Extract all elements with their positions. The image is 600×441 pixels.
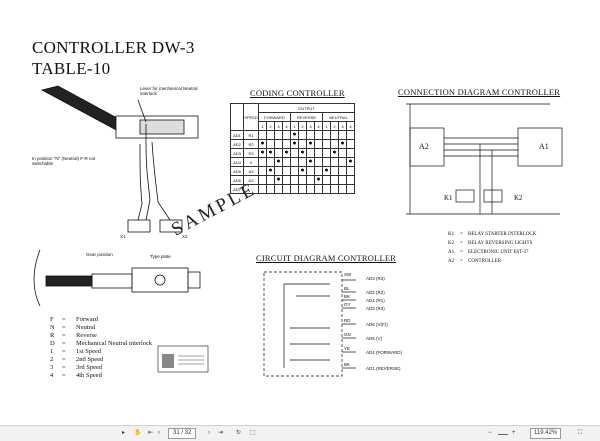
neutral-note: In position "N" (Neutral) F-R not switch… xyxy=(32,156,96,166)
circuit-label: AD1 (R1) xyxy=(366,298,385,303)
legend-row: 2=2nd Speed xyxy=(50,356,104,363)
legend-row: D=Mechanical Neutral interlock xyxy=(50,340,153,347)
type-plate-box xyxy=(157,345,209,373)
circuit-pin: YE xyxy=(344,346,351,351)
legend-row: 4=4th Speed xyxy=(50,372,102,379)
gear-position-label: Gear position xyxy=(86,252,113,257)
coding-row: AD7 xyxy=(230,184,355,194)
circuit-label: AD4 (FORWARD) xyxy=(366,350,402,355)
legend-row: R=Reverse xyxy=(50,332,97,339)
legend-row: 3=3rd Speed xyxy=(50,364,103,371)
conn-legend-row: K2=RELAY REVERSING LIGHTS xyxy=(448,241,533,246)
legend-row: 1=1st Speed xyxy=(50,348,102,355)
circuit-pin: BL xyxy=(344,286,350,291)
zoom-in-icon[interactable]: + xyxy=(512,430,516,436)
lever-note: Lever for mechanical Neutral interlock xyxy=(140,86,198,96)
circuit-label: AD5 (V) xyxy=(366,336,383,341)
conn-legend-row: A1=ELECTRONIC UNIT EST-37 xyxy=(448,250,529,255)
a1-label: A1 xyxy=(539,142,549,151)
page-number-input[interactable]: 31 / 32 xyxy=(168,428,197,439)
page-subtitle: TABLE-10 xyxy=(32,59,111,78)
pointer-icon[interactable]: ▸ xyxy=(122,430,126,436)
circuit-pin: GY xyxy=(344,302,351,307)
conn-legend-row: A2=CONTROLLER xyxy=(448,259,502,264)
zoom-out-icon[interactable]: − xyxy=(488,430,492,436)
circuit-label: AD6 (V(F)) xyxy=(366,322,388,327)
circuit-label: AD3 (R3) xyxy=(366,276,385,281)
a2-label: A2 xyxy=(419,142,429,151)
fullscreen-icon[interactable]: ⛶ xyxy=(578,430,583,436)
connection-diagram-title: CONNECTION DIAGRAM CONTROLLER xyxy=(398,87,561,97)
fit-icon[interactable]: ⬚ xyxy=(250,430,256,436)
circuit-diagram-title: CIRCUIT DIAGRAM CONTROLLER xyxy=(256,253,397,263)
rotate-icon[interactable]: ↻ xyxy=(236,430,242,436)
circuit-label: AD1 (REVERSE) xyxy=(366,366,401,371)
type-plate-label: Type plate xyxy=(150,254,171,259)
prev-page-icon[interactable]: ‹ xyxy=(158,430,160,436)
zoom-slider[interactable] xyxy=(498,428,508,435)
circuit-pin: BK xyxy=(344,362,351,367)
zoom-level[interactable]: 119.42% xyxy=(530,428,562,439)
viewer-toolbar: ▸ ✋ ⇤ ‹ 31 / 32 › ⇥ ↻ ⬚ − + 119.42% ⛶ xyxy=(0,425,600,441)
x1-label: X1 xyxy=(120,234,126,239)
page-title: CONTROLLER DW-3 xyxy=(32,38,195,57)
circuit-label: AD3 (R3) xyxy=(366,306,385,311)
k2-label: K2 xyxy=(514,194,523,202)
circuit-pin: SW xyxy=(344,272,352,277)
circuit-pin: RD xyxy=(344,318,351,323)
circuit-pin: BK xyxy=(344,294,351,299)
first-page-icon[interactable]: ⇤ xyxy=(148,430,154,436)
conn-legend-row: K1=RELAY STARTER INTERLOCK xyxy=(448,232,537,237)
legend-row: F=Forward xyxy=(50,316,99,323)
circuit-pin: GN xyxy=(344,332,351,337)
controller-drawing xyxy=(40,85,199,233)
legend-row: N=Neutral xyxy=(50,324,96,331)
circuit-diagram xyxy=(263,271,356,377)
circuit-label: AD2 (R2) xyxy=(366,290,385,295)
document-page: CONTROLLER DW-3 TABLE-10 Lever for mecha… xyxy=(32,38,563,379)
controller-side-drawing xyxy=(33,249,201,307)
coding-controller-title: CODING CONTROLLER xyxy=(250,88,345,98)
hand-icon[interactable]: ✋ xyxy=(134,430,142,436)
next-page-icon[interactable]: › xyxy=(208,430,210,436)
connection-diagram xyxy=(406,103,563,215)
last-page-icon[interactable]: ⇥ xyxy=(218,430,224,436)
x2-label: X2 xyxy=(182,234,188,239)
k1-label: K1 xyxy=(444,194,453,202)
